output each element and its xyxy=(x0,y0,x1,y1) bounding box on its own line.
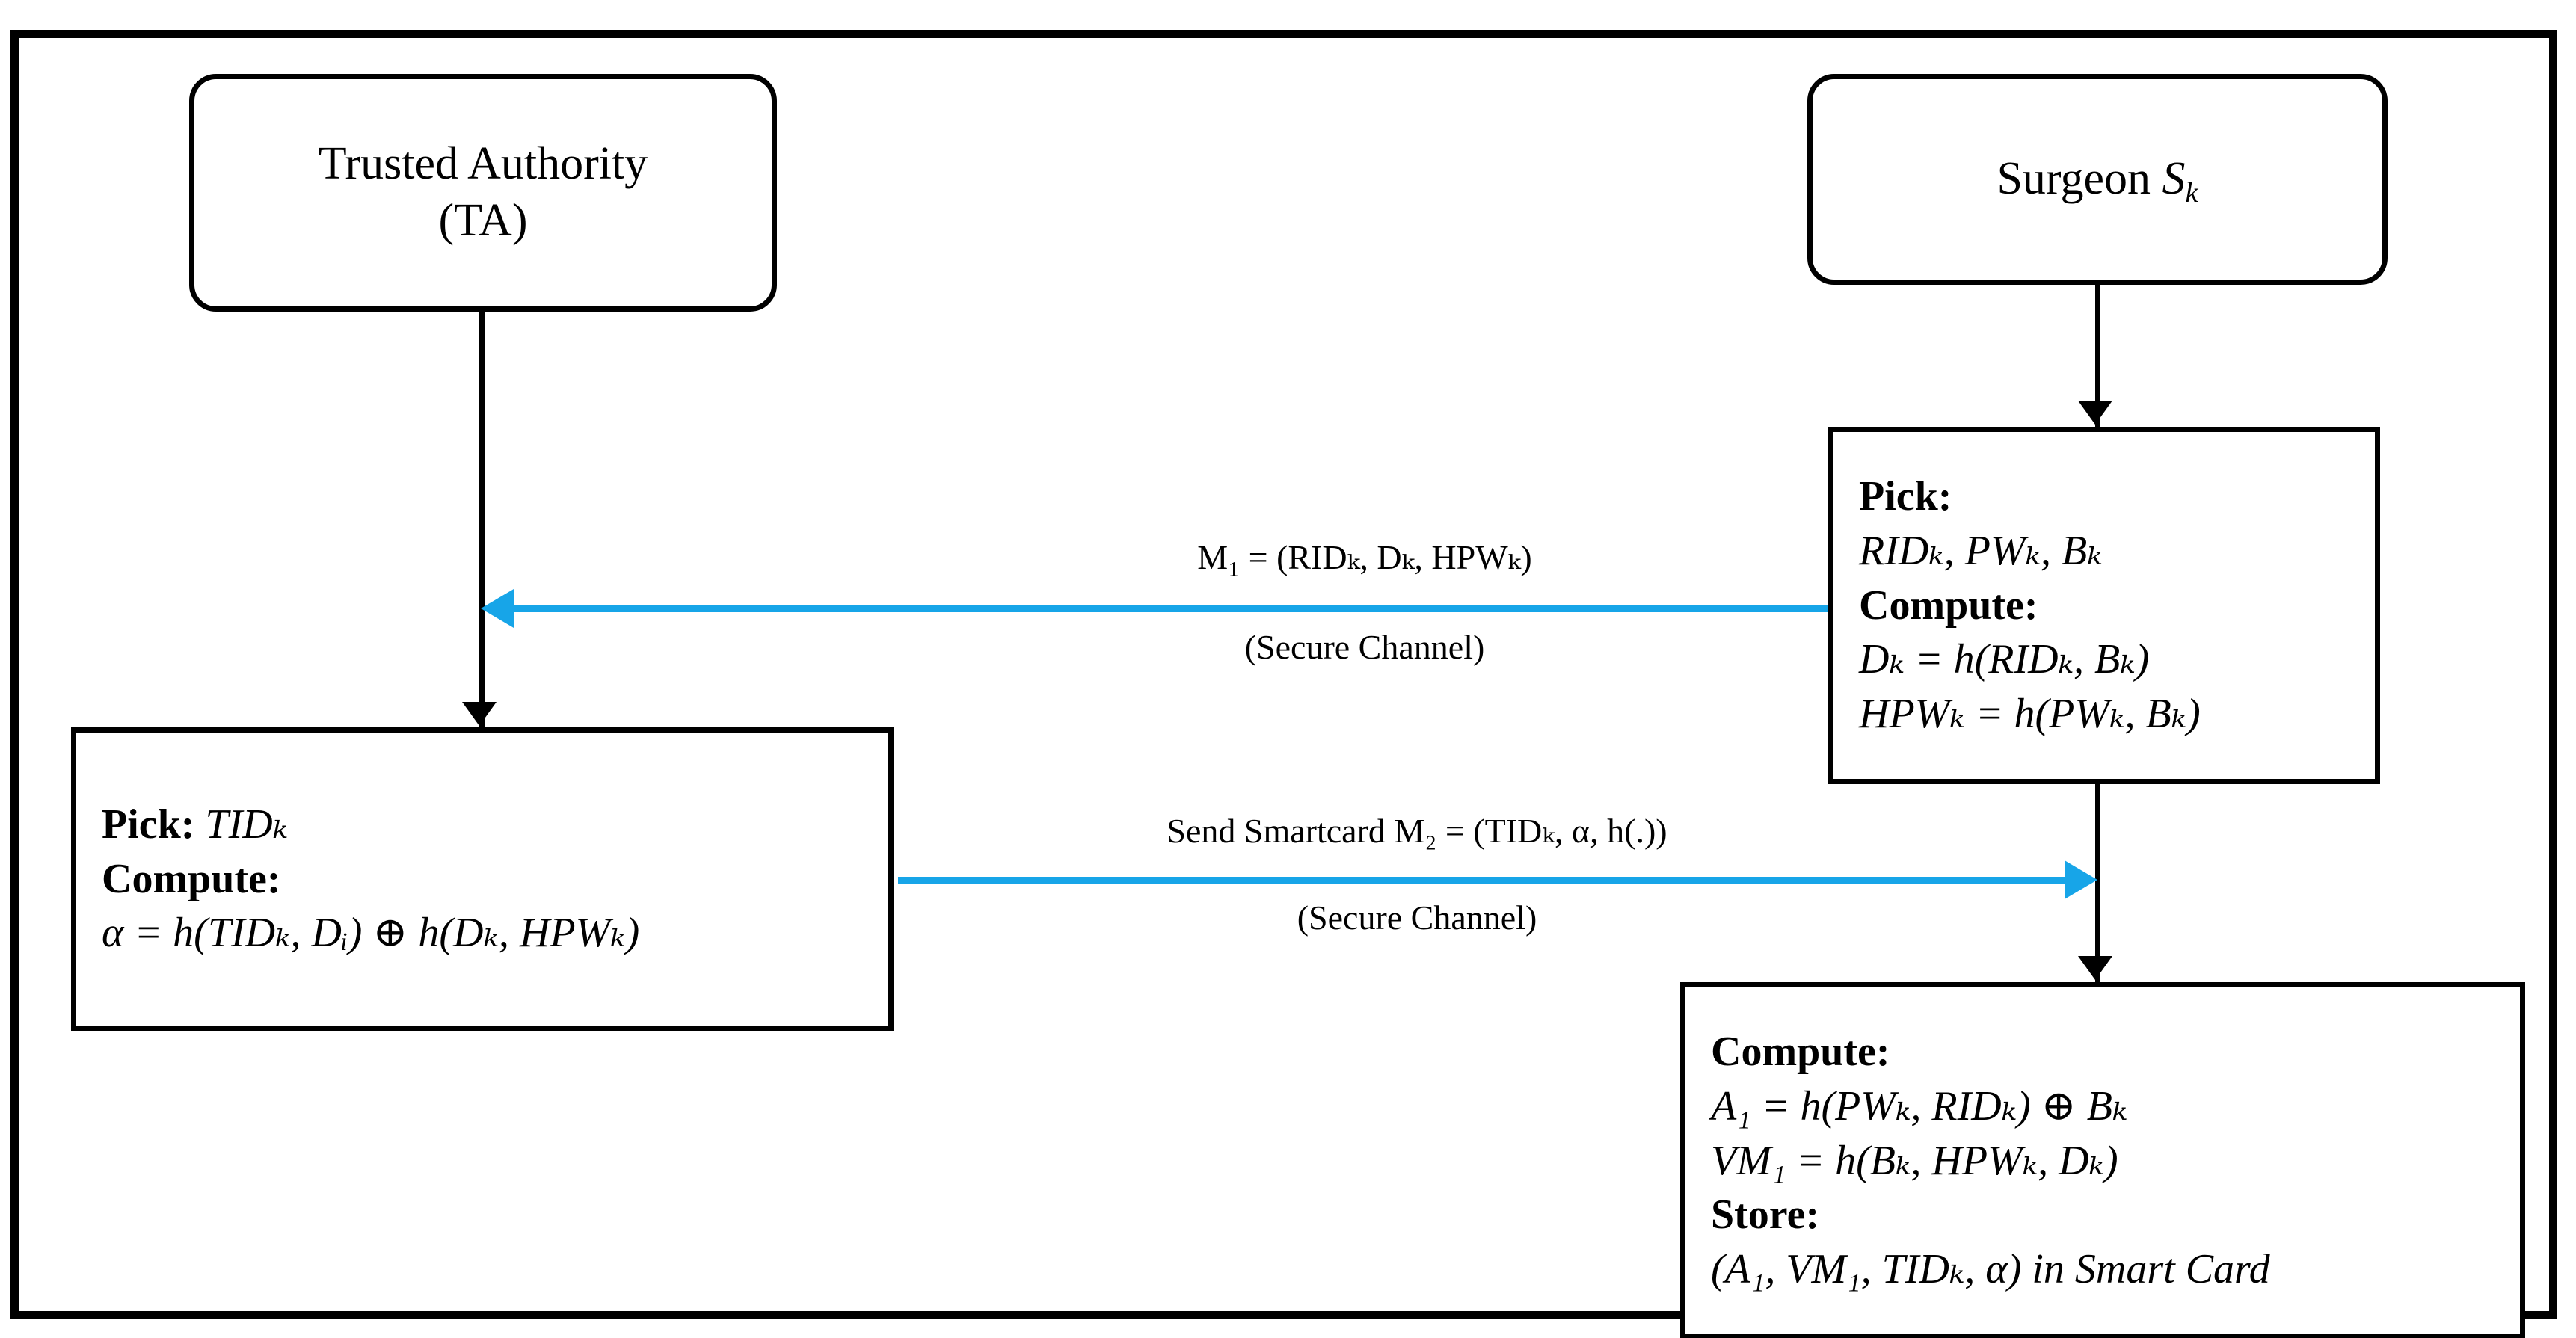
message-arrow-m2-line xyxy=(898,877,2065,884)
lifeline-trusted-authority xyxy=(479,312,485,730)
ta-pick-line: Pick: TIDₖ xyxy=(102,798,866,852)
surgeon-store-value: (A₁, VM₁, TIDₖ, α) in Smart Card xyxy=(1711,1246,2270,1293)
surgeon-store-heading: Store: xyxy=(1711,1191,1820,1239)
party-box-trusted-authority: Trusted Authority (TA) xyxy=(189,74,777,312)
ta-compute-alpha: α = h(TIDₖ, Dᵢ) ⊕ h(Dₖ, HPWₖ) xyxy=(102,910,640,957)
message-m2-label: Send Smartcard M₂ = (TIDₖ, α, h(.)) xyxy=(1166,812,1667,850)
ta-compute-heading: Compute: xyxy=(102,855,281,902)
ta-pick-heading: Pick: xyxy=(102,801,195,848)
party-label-surgeon: Surgeon Sk xyxy=(1996,151,2198,208)
lifeline-surgeon-upper xyxy=(2095,285,2100,428)
surgeon-store-value-line: (A₁, VM₁, TIDₖ, α) in Smart Card xyxy=(1711,1242,2497,1297)
message-m1-channel: (Secure Channel) xyxy=(1244,628,1485,666)
surgeon-pick-values: RIDₖ, PWₖ, Bₖ xyxy=(1859,527,2103,574)
surgeon-compute-dk: Dₖ = h(RIDₖ, Bₖ) xyxy=(1859,636,2150,683)
computation-box-surgeon-store: Compute: A₁ = h(PWₖ, RIDₖ) ⊕ Bₖ VM₁ = h(… xyxy=(1680,982,2525,1338)
party-label-ta-line2: (TA) xyxy=(438,195,528,246)
message-arrow-m2-arrowhead-right-icon xyxy=(2065,860,2097,899)
party-box-surgeon: Surgeon Sk xyxy=(1807,74,2388,285)
party-label-ta-line1: Trusted Authority xyxy=(318,138,648,190)
message-m2-channel: (Secure Channel) xyxy=(1297,898,1537,937)
lifeline-arrowhead-down-surgeon-lower xyxy=(2078,956,2112,980)
ta-pick-value: TIDₖ xyxy=(205,801,289,848)
party-label-surgeon-symbol: S xyxy=(2162,153,2186,205)
message-arrow-m1-line xyxy=(512,605,1828,612)
surgeon-compute-hpwk: HPWₖ = h(PWₖ, Bₖ) xyxy=(1859,691,2201,738)
lifeline-surgeon-lower xyxy=(2095,784,2100,984)
lifeline-arrowhead-down-ta xyxy=(462,702,497,726)
surgeon-store-vm1: VM₁ = h(Bₖ, HPWₖ, Dₖ) xyxy=(1711,1137,2118,1184)
computation-box-ta: Pick: TIDₖ Compute: α = h(TIDₖ, Dᵢ) ⊕ h(… xyxy=(71,727,894,1031)
message-arrow-m1-arrowhead-left-icon xyxy=(481,589,514,628)
diagram-outer-frame: Trusted Authority (TA) Surgeon Sk M₁ = (… xyxy=(10,30,2557,1338)
surgeon-pick-heading: Pick: xyxy=(1859,473,1952,520)
surgeon-store-compute-heading: Compute: xyxy=(1711,1029,1890,1075)
party-label-surgeon-subscript: k xyxy=(2185,176,2198,209)
surgeon-store-a1: A₁ = h(PWₖ, RIDₖ) ⊕ Bₖ xyxy=(1711,1082,2128,1129)
computation-box-surgeon-pick: Pick: RIDₖ, PWₖ, Bₖ Compute: Dₖ = h(RIDₖ… xyxy=(1828,427,2380,784)
surgeon-compute-heading: Compute: xyxy=(1859,582,2038,629)
lifeline-arrowhead-down-surgeon-upper xyxy=(2078,401,2112,425)
party-label-surgeon-text: Surgeon xyxy=(1996,153,2162,205)
message-m1-label: M₁ = (RIDₖ, Dₖ, HPWₖ) xyxy=(1197,538,1532,576)
